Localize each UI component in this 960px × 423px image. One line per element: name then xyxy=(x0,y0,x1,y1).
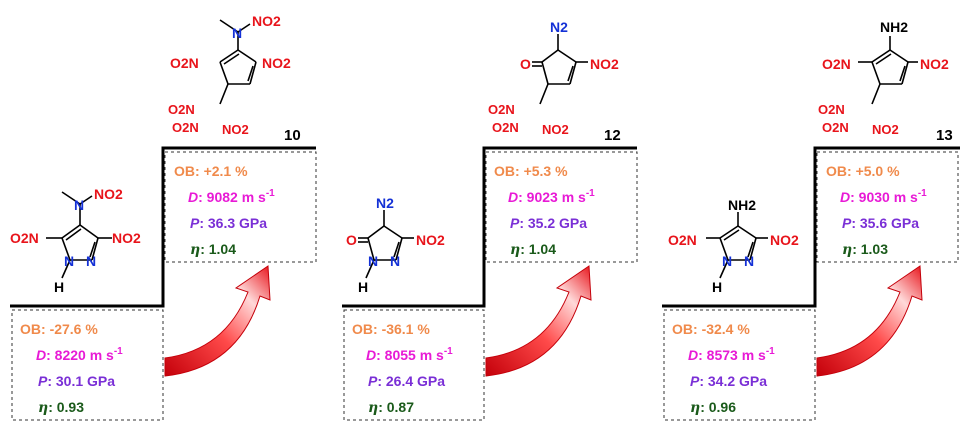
product-impulse: η: 1.03 xyxy=(842,241,888,258)
product-properties-box xyxy=(816,151,959,263)
curved-arrow-icon xyxy=(164,265,271,377)
ring-n2-label: N xyxy=(86,253,96,269)
cnn-label-3: NO2 xyxy=(542,122,569,137)
nitro-label-left: O2N xyxy=(668,232,697,248)
nitro-label-left: O2N xyxy=(822,56,851,72)
parent-pressure: P: 26.4 GPa xyxy=(368,373,445,389)
nitro-label-right: NO2 xyxy=(416,232,445,248)
energy-step-line xyxy=(662,146,960,308)
nitro-label-right: NO2 xyxy=(112,230,141,246)
cnn-label-3: NO2 xyxy=(222,122,249,137)
parent-molecule: N2 O NO2 N N H xyxy=(346,195,445,295)
parent-detonation-velocity: D: 8573 m s-1 xyxy=(688,346,775,363)
energy-step-line xyxy=(342,146,637,308)
cnn-label-2: O2N xyxy=(822,120,849,135)
product-molecule: N2 O NO2 O2N O2N NO2 xyxy=(488,19,619,137)
cnn-label-3: NO2 xyxy=(872,122,899,137)
product-ob: OB: +5.3 % xyxy=(494,163,568,179)
parent-ob: OB: -32.4 % xyxy=(672,321,750,337)
diazo-label: N2 xyxy=(376,195,394,211)
panel-2: N2 O NO2 N N H OB: -36.1 % D: 8055 m s-1… xyxy=(342,19,638,421)
cnn-label-1: O2N xyxy=(488,102,515,117)
product-impulse: η: 1.04 xyxy=(510,241,556,258)
parent-impulse: η: 0.93 xyxy=(38,399,84,416)
nitro-label-left: O2N xyxy=(10,230,39,246)
product-molecule: N NO2 O2N NO2 O2N O2N NO2 xyxy=(168,13,291,137)
product-pressure: P: 36.3 GPa xyxy=(190,215,267,231)
parent-pressure: P: 34.2 GPa xyxy=(690,373,767,389)
energy-step-line xyxy=(10,146,316,308)
parent-ob: OB: -36.1 % xyxy=(352,321,430,337)
ring-n1-label: N xyxy=(722,253,732,269)
nitro-label-right: NO2 xyxy=(770,232,799,248)
nitro-label-right: NO2 xyxy=(262,55,291,71)
product-pressure: P: 35.2 GPa xyxy=(510,215,587,231)
parent-molecule: NH2 O2N NO2 N N H xyxy=(668,197,799,295)
parent-properties-box xyxy=(663,309,816,421)
parent-properties-box xyxy=(343,309,485,421)
panel-1: N NO2 O2N NO2 N N H OB: -27.6 % D: 8220 … xyxy=(10,13,317,421)
diazo-label: N2 xyxy=(550,19,568,35)
nitro-label-right: NO2 xyxy=(920,56,949,72)
cnn-label-2: O2N xyxy=(172,120,199,135)
panel-3: NH2 O2N NO2 N N H OB: -32.4 % D: 8573 m … xyxy=(662,19,960,421)
product-molecule: NH2 O2N NO2 O2N O2N NO2 xyxy=(818,19,949,137)
ring-n1-label: N xyxy=(368,253,378,269)
product-detonation-velocity: D: 9082 m s-1 xyxy=(188,188,275,205)
parent-properties-box xyxy=(11,309,164,421)
cnn-label-1: O2N xyxy=(818,102,845,117)
product-detonation-velocity: D: 9030 m s-1 xyxy=(840,188,927,205)
cnn-label-1: O2N xyxy=(168,102,195,117)
side-n-label: N xyxy=(74,197,84,213)
parent-detonation-velocity: D: 8055 m s-1 xyxy=(366,346,453,363)
parent-detonation-velocity: D: 8220 m s-1 xyxy=(36,346,123,363)
product-properties-box xyxy=(485,151,638,263)
compound-number: 12 xyxy=(604,127,621,144)
curved-arrow-icon xyxy=(485,265,592,377)
cnn-label-2: O2N xyxy=(492,120,519,135)
product-detonation-velocity: D: 9023 m s-1 xyxy=(508,188,595,205)
side-n-label: N xyxy=(232,25,242,41)
ring-n2-label: N xyxy=(390,253,400,269)
parent-ob: OB: -27.6 % xyxy=(20,321,98,337)
parent-pressure: P: 30.1 GPa xyxy=(38,373,115,389)
product-impulse: η: 1.04 xyxy=(190,241,236,258)
ring-h-label: H xyxy=(712,279,722,295)
nitro-label-top: NO2 xyxy=(252,13,281,29)
parent-impulse: η: 0.96 xyxy=(690,399,736,416)
ring-h-label: H xyxy=(54,279,64,295)
ring-n2-label: N xyxy=(744,253,754,269)
product-properties-box xyxy=(164,151,317,263)
compound-number: 10 xyxy=(284,127,301,144)
parent-molecule: N NO2 O2N NO2 N N H xyxy=(10,186,141,295)
ring-n1-label: N xyxy=(64,253,74,269)
nitro-label-right: NO2 xyxy=(590,56,619,72)
curved-arrow-icon xyxy=(816,265,923,377)
nitro-label-left: O2N xyxy=(170,55,199,71)
oxo-label: O xyxy=(346,232,357,248)
amino-label: NH2 xyxy=(728,197,756,213)
product-pressure: P: 35.6 GPa xyxy=(842,215,919,231)
product-ob: OB: +2.1 % xyxy=(174,163,248,179)
ring-h-label: H xyxy=(358,279,368,295)
compound-number: 13 xyxy=(936,127,953,144)
nitro-label-top: NO2 xyxy=(94,186,123,202)
amino-label: NH2 xyxy=(880,19,908,35)
product-ob: OB: +5.0 % xyxy=(826,163,900,179)
oxo-label: O xyxy=(520,56,531,72)
parent-impulse: η: 0.87 xyxy=(368,399,414,416)
